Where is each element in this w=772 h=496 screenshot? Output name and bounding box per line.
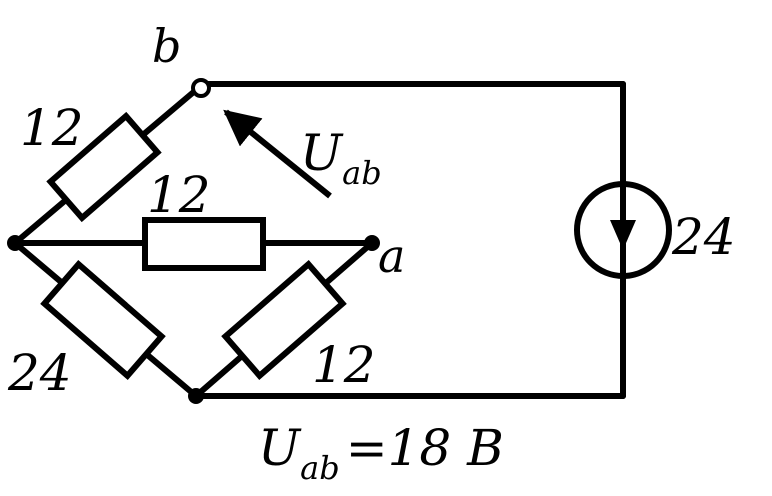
voltage-label: Uab bbox=[300, 124, 382, 192]
result-label-text: =18 B bbox=[346, 419, 504, 477]
resistor-lower-right bbox=[221, 260, 347, 380]
resistor-upper-left bbox=[46, 111, 162, 223]
resistor-upper-left-label: 12 bbox=[20, 99, 84, 157]
node-left bbox=[7, 235, 23, 251]
node-bottom bbox=[188, 388, 204, 404]
voltage-arrow-icon bbox=[223, 109, 332, 199]
result-label-sub: ab bbox=[300, 449, 340, 487]
resistor-lower-right-label: 12 bbox=[312, 336, 376, 394]
source-value-label: 24 bbox=[671, 208, 736, 266]
result-label: Uab=18 B bbox=[258, 419, 504, 487]
node-b-label: b bbox=[152, 19, 181, 73]
result-label-main: U bbox=[258, 419, 302, 477]
node-a-label: a bbox=[378, 229, 405, 283]
voltage-label-main: U bbox=[300, 124, 344, 182]
resistor-middle bbox=[142, 217, 266, 271]
resistor-lower-left bbox=[40, 260, 166, 380]
current-source-arrow-icon bbox=[610, 220, 636, 250]
node-a-dot bbox=[364, 235, 380, 251]
voltage-label-sub: ab bbox=[342, 154, 382, 192]
terminal-b-icon bbox=[191, 78, 211, 98]
resistor-lower-left-label: 24 bbox=[7, 344, 72, 402]
resistor-middle-label: 12 bbox=[147, 166, 211, 224]
